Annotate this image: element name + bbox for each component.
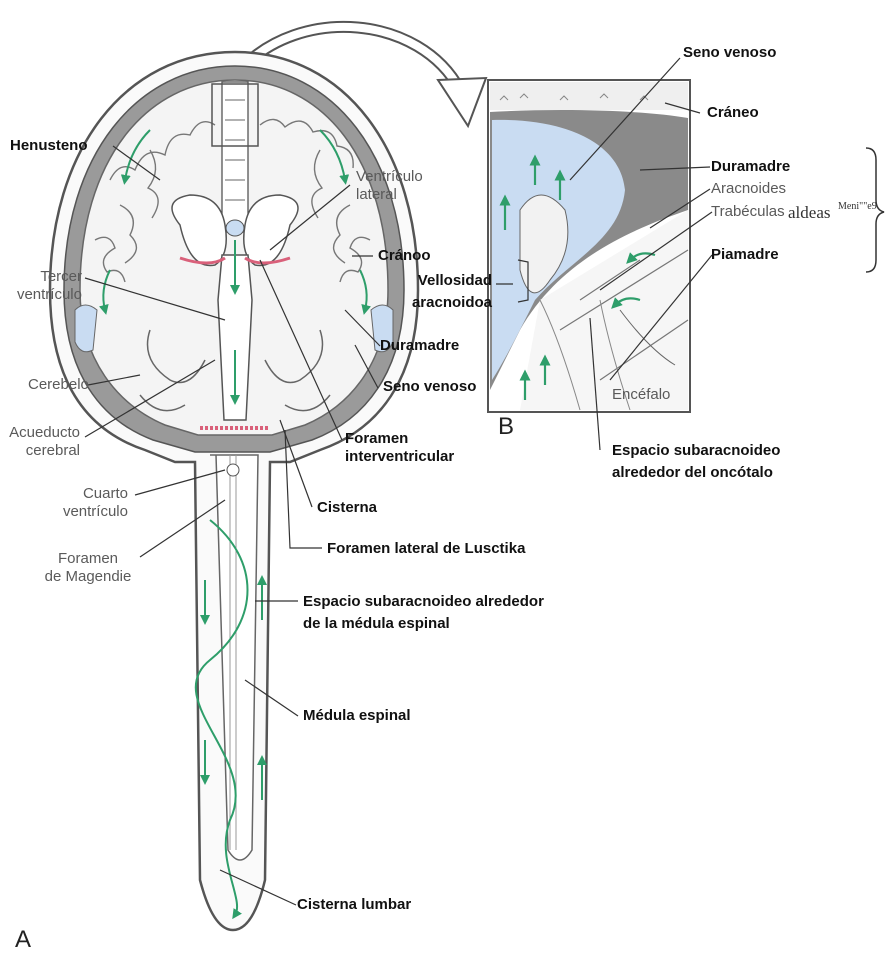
label-b-piamadre: Piamadre — [711, 246, 779, 264]
label-b-aracnoides: Aracnoides — [711, 180, 786, 198]
label-seno-venoso: Seno venoso — [383, 378, 476, 396]
label-b-craneo: Cráneo — [707, 104, 759, 122]
label-b-duramadre: Duramadre — [711, 158, 790, 176]
label-b-meni: Meni""e9 — [838, 201, 877, 212]
label-duramadre: Duramadre — [380, 337, 459, 355]
label-cranoo: Cránoo — [378, 247, 431, 265]
venous-sinus-left — [75, 305, 97, 352]
panel-label-b: B — [498, 413, 514, 441]
inset-b — [488, 80, 690, 412]
label-cisterna: Cisterna — [317, 499, 377, 517]
label-cisterna-lumbar: Cisterna lumbar — [297, 896, 411, 914]
label-b-trabeculas: Trabéculas — [711, 203, 785, 221]
label-henusteno: Henusteno — [10, 137, 88, 155]
panel-label-a: A — [15, 926, 31, 954]
label-cerebelo: Cerebelo — [28, 376, 89, 394]
label-b-seno-venoso: Seno venoso — [683, 44, 776, 62]
label-foramen-lusctika: Foramen lateral de Lusctika — [327, 540, 525, 558]
label-medula-espinal: Médula espinal — [303, 707, 411, 725]
label-b-aldeas: aldeas — [788, 204, 830, 222]
label-b-encefalo: Encéfalo — [612, 386, 670, 404]
